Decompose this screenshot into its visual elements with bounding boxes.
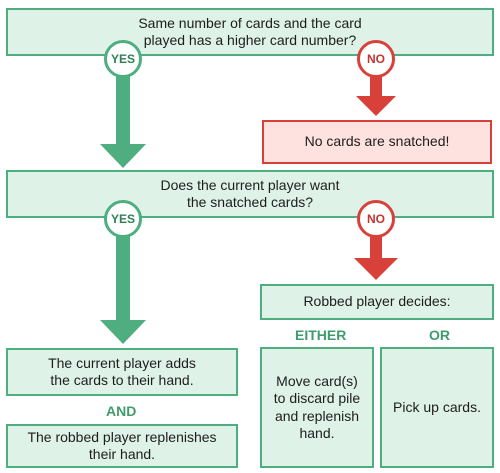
either-label: EITHER — [295, 327, 347, 343]
no-arrow-2 — [354, 236, 398, 280]
pick-up-text: Pick up cards. — [393, 398, 481, 415]
yes-arrow-2 — [100, 236, 146, 344]
move-cards-box: Move card(s) to discard pile and repleni… — [260, 347, 374, 468]
or-label: OR — [429, 327, 450, 343]
replenish-text: The robbed player replenishes their hand… — [27, 428, 217, 463]
move-cards-text: Move card(s) to discard pile and repleni… — [273, 372, 361, 442]
and-label: AND — [106, 403, 137, 419]
add-cards-text: The current player adds the cards to the… — [48, 354, 196, 389]
no-snatch-text: No cards are snatched! — [304, 133, 450, 150]
no-arrow-1 — [356, 76, 396, 116]
no-badge-1: NO — [357, 40, 395, 78]
robbed-player-decides-text: Robbed player decides: — [303, 293, 451, 310]
decision-box-1: Same number of cards and the card played… — [6, 8, 494, 56]
no-badge-2: NO — [357, 200, 395, 238]
decision-text-1: Same number of cards and the card played… — [138, 14, 362, 49]
no-snatch-box: No cards are snatched! — [262, 120, 492, 164]
add-cards-box: The current player adds the cards to the… — [6, 348, 238, 396]
decision-box-2: Does the current player want the snatche… — [6, 170, 494, 218]
robbed-player-decides-box: Robbed player decides: — [260, 284, 494, 320]
pick-up-box: Pick up cards. — [380, 347, 494, 468]
yes-arrow-1 — [100, 76, 146, 168]
decision-text-2: Does the current player want the snatche… — [160, 176, 340, 211]
replenish-box: The robbed player replenishes their hand… — [6, 424, 238, 468]
yes-badge-2: YES — [104, 200, 142, 238]
yes-badge-1: YES — [104, 40, 142, 78]
